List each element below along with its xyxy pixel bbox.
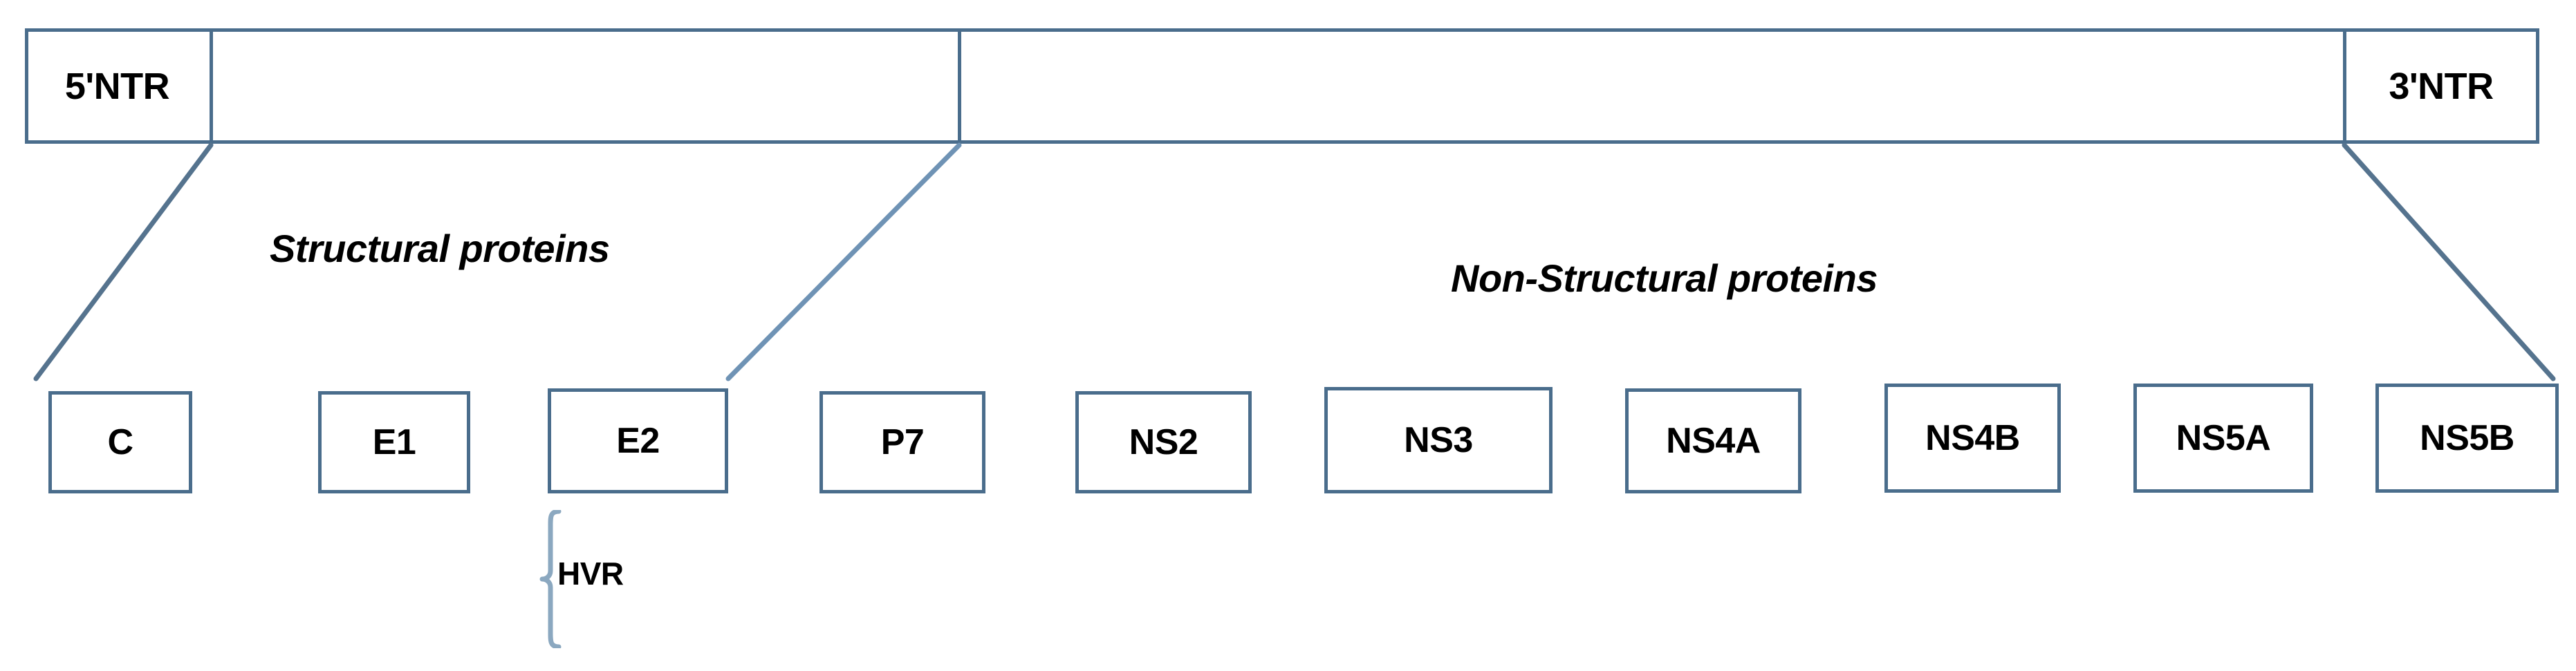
protein-label-ns4a: NS4A: [1666, 421, 1761, 461]
genome-divider-3ntr: [2343, 28, 2346, 144]
section-title-non-structural: Non-Structural proteins: [1451, 256, 1878, 300]
genome-divider-structural-end: [958, 28, 961, 144]
label-3ntr: 3'NTR: [2389, 65, 2494, 107]
section-title-structural: Structural proteins: [270, 227, 610, 270]
genome-bar: [25, 28, 2539, 144]
protein-box-ns5a[interactable]: NS5A: [2133, 384, 2313, 493]
protein-label-ns3: NS3: [1404, 420, 1473, 460]
protein-box-ns4a[interactable]: NS4A: [1625, 388, 1801, 493]
hvr-label: HVR: [557, 556, 624, 592]
protein-box-ns2[interactable]: NS2: [1075, 391, 1252, 493]
protein-label-ns2: NS2: [1129, 422, 1198, 462]
protein-box-c[interactable]: C: [48, 391, 192, 493]
protein-label-c: C: [107, 422, 133, 462]
protein-label-ns5a: NS5A: [2176, 418, 2271, 458]
connector-line-5ntr-to-c: [33, 142, 214, 381]
protein-box-ns4b[interactable]: NS4B: [1884, 384, 2061, 493]
genome-divider-5ntr: [210, 28, 213, 144]
protein-label-e1: E1: [372, 422, 416, 462]
connector-line-e2-to-structural-end: [725, 142, 962, 381]
protein-box-ns5b[interactable]: NS5B: [2375, 384, 2559, 493]
protein-box-e1[interactable]: E1: [318, 391, 470, 493]
label-5ntr: 5'NTR: [64, 65, 170, 107]
protein-label-p7: P7: [880, 422, 925, 462]
protein-label-ns4b: NS4B: [1925, 418, 2020, 458]
protein-box-ns3[interactable]: NS3: [1324, 387, 1553, 493]
protein-box-e2[interactable]: E2: [548, 388, 728, 493]
protein-label-ns5b: NS5B: [2420, 418, 2514, 458]
protein-box-p7[interactable]: P7: [819, 391, 985, 493]
protein-label-e2: E2: [616, 421, 660, 461]
connector-line-3ntr-to-ns5b: [2342, 142, 2556, 381]
